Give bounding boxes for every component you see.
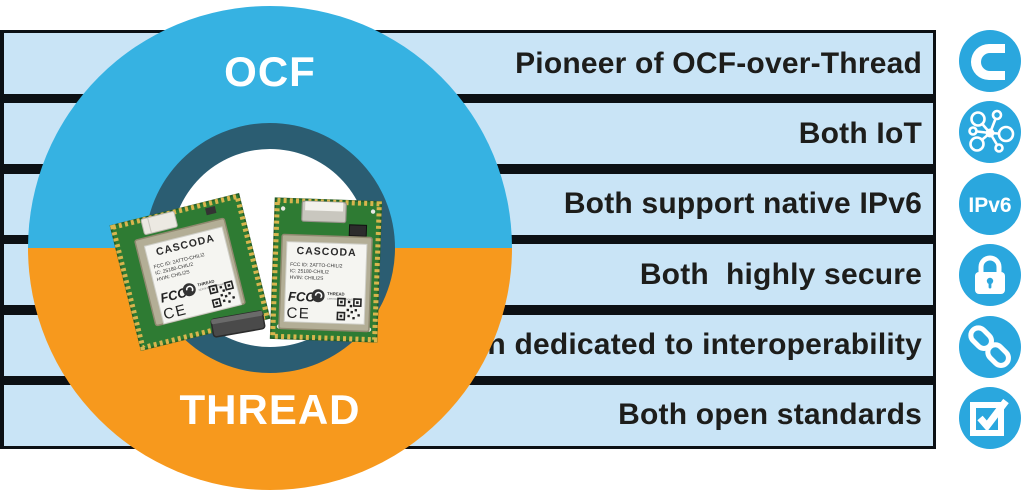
feature-bar-label: Both open standards bbox=[618, 398, 922, 432]
chain-link-icon bbox=[959, 315, 1021, 378]
chili2-module-right bbox=[269, 197, 383, 343]
iot-network-glyph bbox=[968, 109, 1015, 153]
ipv6-icon-text: IPv6 bbox=[968, 194, 1011, 217]
cascoda-modules-photo: CASCODA FCC ID: 2ATTO-CHILI2 IC: 25180-C… bbox=[109, 193, 383, 351]
feature-bar-label: Both support native IPv6 bbox=[563, 187, 922, 221]
chip-antenna bbox=[140, 211, 178, 235]
chili2-module-left bbox=[109, 193, 271, 351]
ocf-label: OCF bbox=[224, 48, 316, 95]
padlock-icon bbox=[959, 244, 1021, 307]
iot-network-icon bbox=[959, 101, 1021, 164]
feature-bar-label: Pioneer of OCF-over-Thread bbox=[515, 46, 922, 80]
chain-link-glyph bbox=[968, 325, 1011, 368]
smd-component bbox=[348, 224, 368, 237]
feature-bar-label: Both IoT bbox=[798, 116, 922, 150]
padlock-glyph bbox=[975, 255, 1005, 295]
usb-connector bbox=[210, 310, 266, 338]
cascoda-c-icon bbox=[959, 29, 1021, 92]
checkbox-glyph bbox=[970, 399, 1009, 437]
feature-bar-label: Both dedicated to interoperability bbox=[436, 328, 922, 362]
feature-bar-label: Both highly secure bbox=[639, 257, 922, 291]
checkbox-icon bbox=[959, 387, 1021, 450]
ipv6-glyph: IPv6 bbox=[968, 194, 1011, 217]
usb-connector bbox=[301, 200, 347, 224]
ipv6-icon: IPv6 bbox=[959, 172, 1021, 235]
cascoda-c-glyph bbox=[971, 43, 1005, 80]
feature-icon-column: IPv6 bbox=[958, 29, 1022, 450]
thread-label: THREAD bbox=[179, 386, 361, 433]
